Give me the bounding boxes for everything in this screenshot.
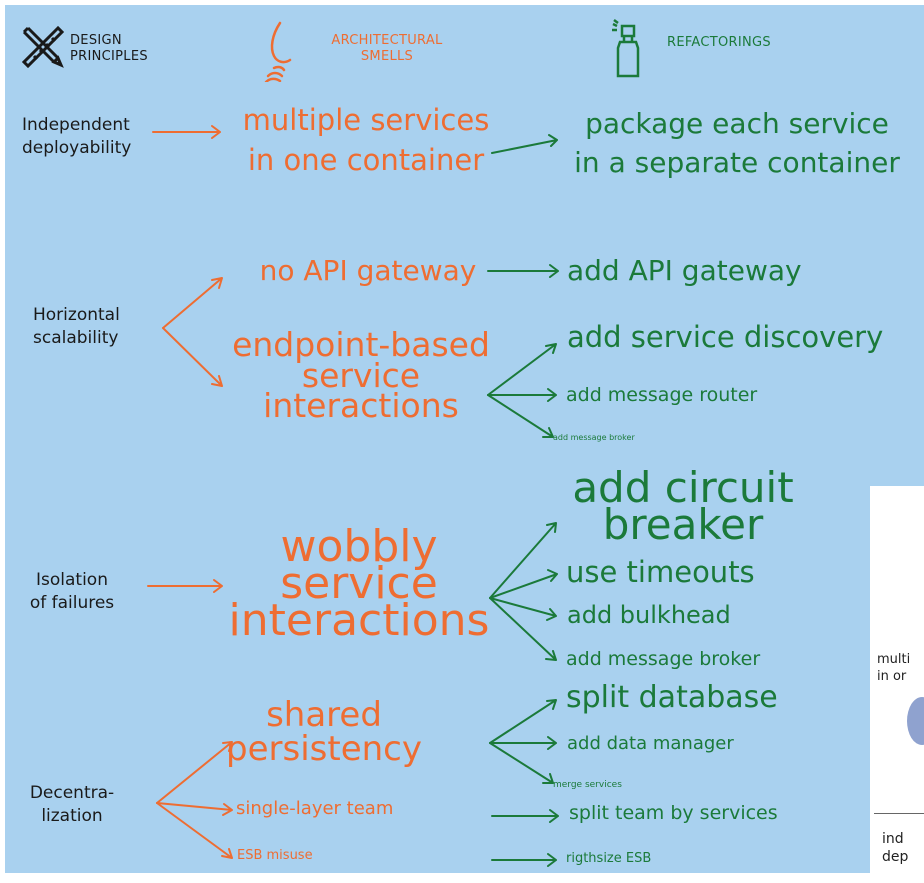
arrow-message-broker-small — [487, 394, 554, 438]
smell-esb-misuse: ESB misuse — [237, 848, 313, 863]
refactoring-add-circuit-breaker: add circuit breaker — [572, 463, 794, 549]
smell-endpoint-based: endpoint-based service interactions — [232, 325, 490, 426]
principle-independent-deployability: Independent deployability — [22, 115, 132, 158]
refactoring-add-api-gateway: add API gateway — [567, 254, 802, 287]
principle-horizontal-scalability: Horizontal scalability — [33, 305, 120, 348]
refactoring-use-timeouts: use timeouts — [566, 555, 755, 589]
arrow-package-each — [491, 134, 558, 154]
principle-isolation-of-failures: Isolation of failures — [29, 570, 115, 613]
arrow-split-database — [489, 699, 557, 744]
refactoring-merge-services: merge services — [553, 780, 622, 790]
smell-single-layer-team: single-layer team — [236, 798, 394, 819]
refactoring-add-message-broker: add message broker — [566, 648, 761, 670]
inset-label-top: multi in or — [877, 652, 911, 684]
refactoring-add-service-discovery: add service discovery — [567, 320, 884, 354]
arrow-merge-services — [489, 742, 554, 784]
diagram-background — [5, 5, 924, 873]
refactoring-package-each-service: package each service in a separate conta… — [574, 107, 900, 180]
arrow-decentralization-lower — [156, 802, 233, 859]
refactoring-add-data-manager: add data manager — [567, 733, 734, 754]
arrow-api-gateway — [487, 264, 559, 278]
spray-bottle-icon — [612, 19, 640, 78]
refactoring-split-team: split team by services — [569, 802, 778, 824]
header-refactorings: REFACTORINGS — [667, 35, 771, 50]
inset-label-bottom: ind dep — [882, 831, 909, 866]
smell-shared-persistency: shared persistency — [226, 695, 422, 769]
arrow-service-discovery — [487, 343, 557, 396]
inset-axis-line — [874, 813, 924, 814]
nose-icon — [264, 21, 292, 82]
pencil-ruler-icon — [21, 25, 64, 68]
arrow-split-team — [491, 809, 559, 823]
arrow-bulkhead — [489, 597, 557, 621]
arrow-message-broker — [489, 597, 557, 661]
arrow-decentralization-upper — [156, 741, 233, 804]
smell-wobbly: wobbly service interactions — [228, 521, 490, 646]
principle-decentralization: Decentra- lization — [29, 783, 115, 826]
smell-no-api-gateway: no API gateway — [259, 254, 477, 287]
refactoring-rightsize-esb: rigthsize ESB — [566, 851, 652, 866]
header-architectural-smells: ARCHITECTURAL SMELLS — [331, 33, 443, 65]
refactoring-add-bulkhead: add bulkhead — [567, 601, 731, 629]
arrow-decentralization-middle — [156, 802, 233, 816]
arrow-data-manager — [489, 736, 557, 750]
refactoring-add-message-router: add message router — [566, 384, 758, 406]
inset-circle — [907, 697, 924, 745]
refactoring-split-database: split database — [566, 680, 778, 715]
arrow-circuit-breaker — [489, 522, 557, 599]
smell-multiple-services: multiple services in one container — [242, 103, 490, 178]
refactoring-add-message-broker-small: add message broker — [553, 433, 635, 442]
arrow-message-router — [487, 388, 557, 402]
header-design-principles: DESIGN PRINCIPLES — [70, 33, 148, 65]
inset-panel — [870, 486, 924, 873]
arrow-scalability-upper — [162, 277, 223, 329]
arrow-scalability-lower — [162, 327, 223, 387]
arrow-use-timeouts — [489, 569, 558, 599]
arrow-deployability — [152, 125, 221, 139]
arrow-rightsize-esb — [491, 853, 557, 867]
arrow-isolation — [147, 579, 223, 593]
principle-smell-arrows — [147, 125, 233, 859]
smell-refactoring-arrows — [487, 134, 559, 867]
